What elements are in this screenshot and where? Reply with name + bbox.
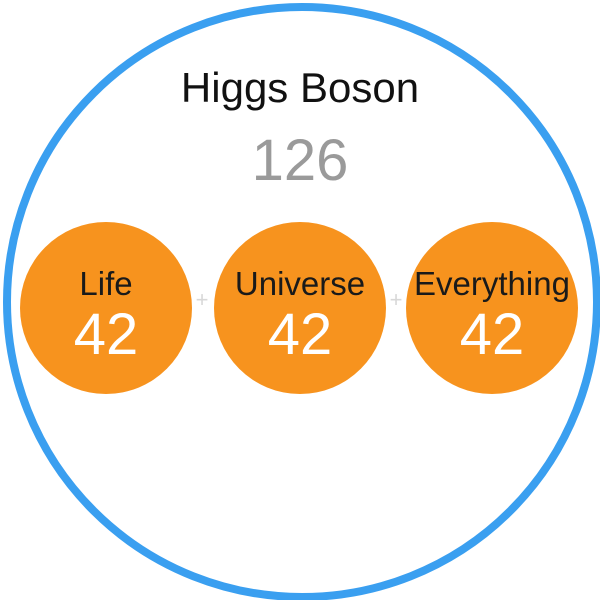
component-value: 42 bbox=[73, 302, 139, 367]
plus-icon: + bbox=[389, 287, 403, 312]
component-value: 42 bbox=[267, 302, 333, 367]
diagram-title: Higgs Boson bbox=[180, 64, 420, 111]
component-node-life: Life 42 bbox=[20, 222, 192, 394]
outer-ring bbox=[3, 3, 600, 600]
component-value: 42 bbox=[459, 302, 525, 367]
component-node-universe: Universe 42 bbox=[214, 222, 386, 394]
plus-icon: + bbox=[195, 287, 209, 312]
component-label: Life bbox=[79, 265, 133, 302]
total-value: 126 bbox=[251, 128, 349, 193]
component-label: Universe bbox=[234, 265, 366, 302]
component-label: Everything bbox=[414, 265, 570, 302]
component-node-everything: Everything 42 bbox=[406, 222, 578, 394]
